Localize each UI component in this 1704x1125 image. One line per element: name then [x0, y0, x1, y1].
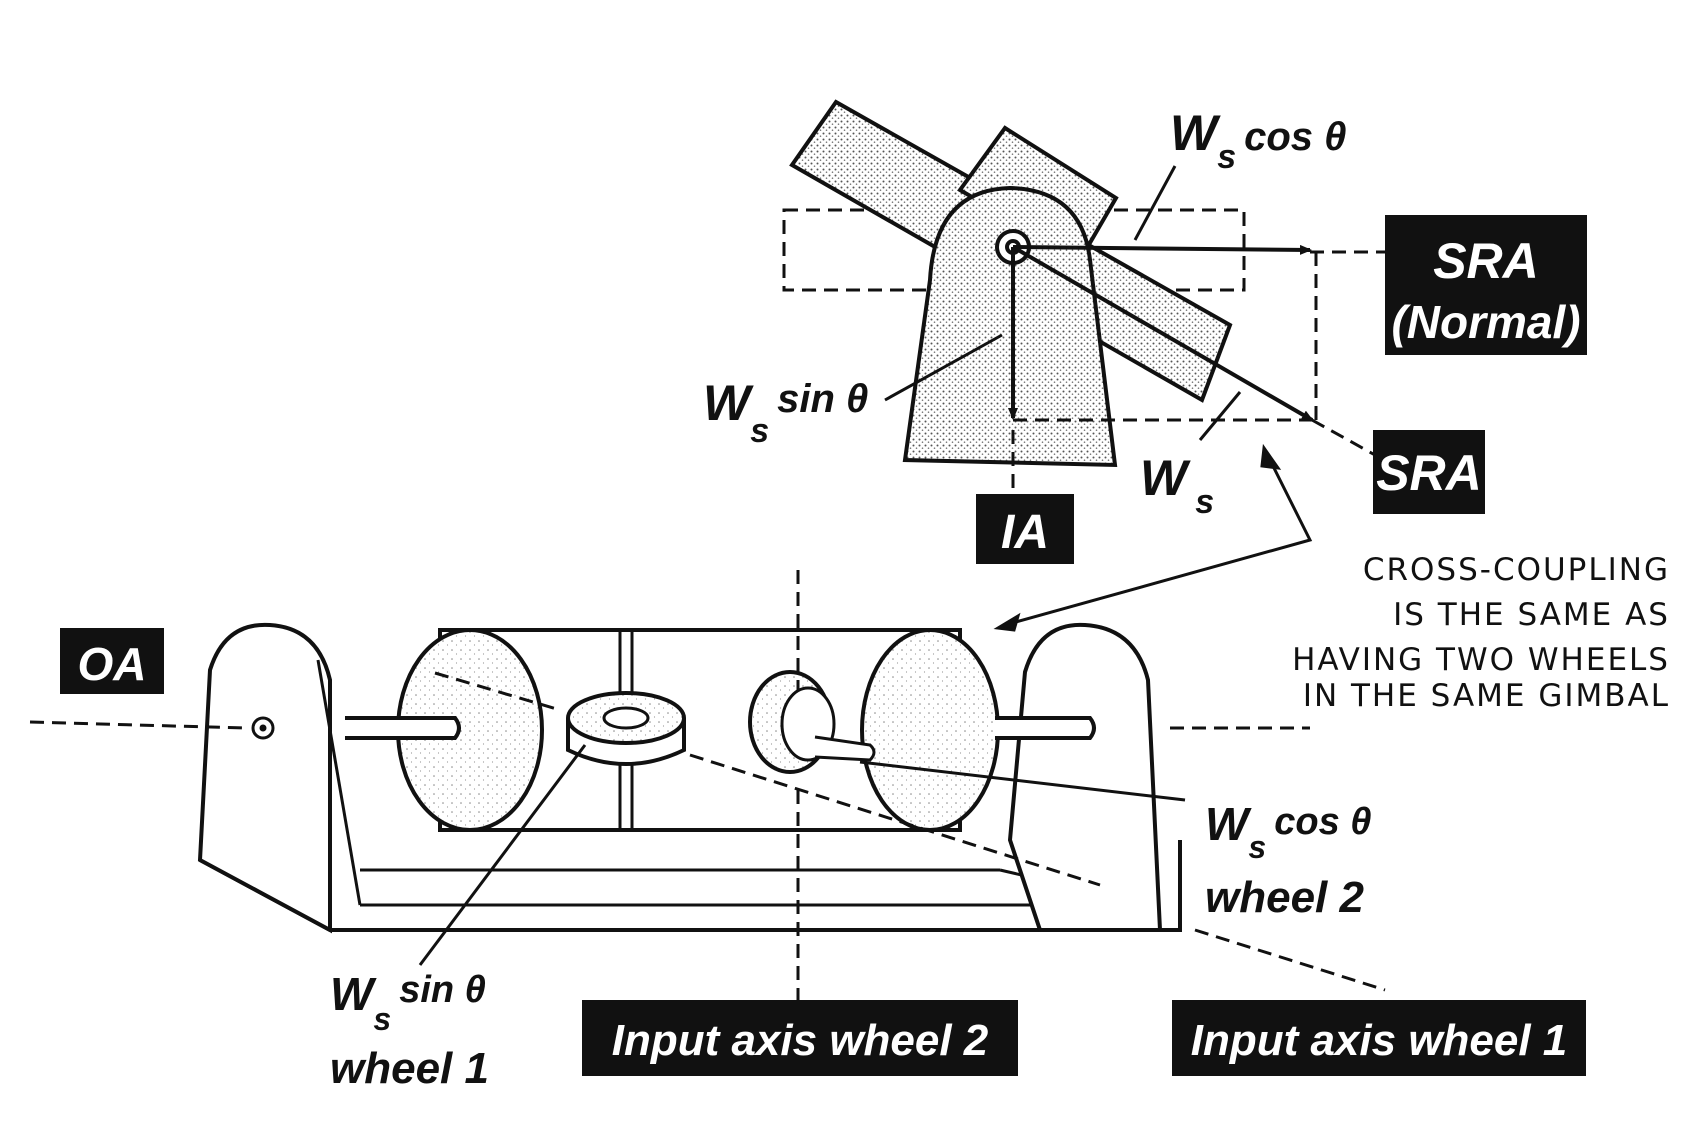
cross-coupling-line-2: IS THE SAME AS [1393, 597, 1670, 633]
leader-ws-cos-top [1133, 165, 1177, 241]
leader-ws-sin-top [884, 333, 1003, 402]
wheel-2-shaft [814, 735, 876, 762]
label-sra: SRA [1373, 430, 1485, 514]
wheel-1-hub [602, 706, 650, 730]
leader-ws-sin-w1 [418, 744, 587, 966]
sra-normal-box [1385, 215, 1587, 355]
cross-coupling-text: CROSS-COUPLING IS THE SAME AS HAVING TWO… [1292, 552, 1670, 714]
cylinder-right-end [860, 628, 1000, 832]
left-support-edge [316, 659, 362, 906]
label-input-axis-wheel-2: Input axis wheel 2 [582, 1000, 1018, 1076]
top-vectors [884, 165, 1425, 495]
cross-coupling-line-3: HAVING TWO WHEELS [1292, 642, 1670, 678]
input-axis-wheel-1-box [1172, 1000, 1586, 1076]
input-axis-wheel-2-text: Input axis wheel 2 [612, 1016, 989, 1065]
label-ws-cos-w2: Wscos θ [1205, 798, 1371, 865]
left-support [197, 622, 332, 934]
label-sra-normal: SRA (Normal) [1385, 215, 1587, 355]
bottom-gimbal-figure [29, 570, 1386, 1010]
oa-box [60, 628, 164, 694]
input-axis-1-diagonal-b [689, 753, 1101, 887]
cross-coupling-line-4: IN THE SAME GIMBAL [1303, 678, 1670, 714]
sra-text: SRA [1376, 445, 1482, 501]
vector-ws-diagonal [1011, 245, 1314, 422]
input-axis-wheel-2-box [582, 1000, 1018, 1076]
right-shaft [995, 716, 1096, 740]
leader-ws-cos-w2 [859, 760, 1186, 802]
input-axis-1-diagonal-c [1194, 928, 1386, 992]
label-wheel-1: wheel 1 [330, 1044, 489, 1093]
leader-ws [1198, 391, 1242, 441]
sra-normal-line1: SRA [1433, 233, 1539, 289]
label-input-axis-wheel-1: Input axis wheel 1 [1172, 1000, 1586, 1076]
label-oa: OA [60, 628, 164, 694]
gimbal-pedestal [902, 185, 1118, 468]
left-pivot-center [259, 724, 267, 732]
ia-box [976, 494, 1074, 564]
ia-text: IA [1001, 506, 1049, 559]
oa-text: OA [78, 638, 147, 690]
sra-dashed [1311, 418, 1376, 457]
vector-ws-cos-horizontal [1012, 244, 1312, 255]
oa-axis-left [29, 720, 246, 730]
label-ws-sin-w1: Wssin θ [330, 968, 486, 1037]
left-shaft [345, 716, 461, 740]
leader-arrow-bottom [993, 612, 1021, 632]
label-ia: IA [976, 494, 1074, 564]
label-wheel-2: wheel 2 [1205, 873, 1364, 922]
cross-coupling-leader [993, 443, 1313, 632]
sra-box [1373, 430, 1485, 514]
leader-arrow-top [1260, 443, 1282, 470]
right-support [1007, 622, 1163, 932]
cross-coupling-leader-line [1004, 459, 1313, 627]
input-axis-wheel-1-text: Input axis wheel 1 [1191, 1016, 1568, 1065]
sra-normal-line2: (Normal) [1391, 296, 1580, 348]
label-ws-sin-top: Wssin θ [703, 375, 868, 450]
cross-coupling-line-1: CROSS-COUPLING [1363, 552, 1670, 588]
